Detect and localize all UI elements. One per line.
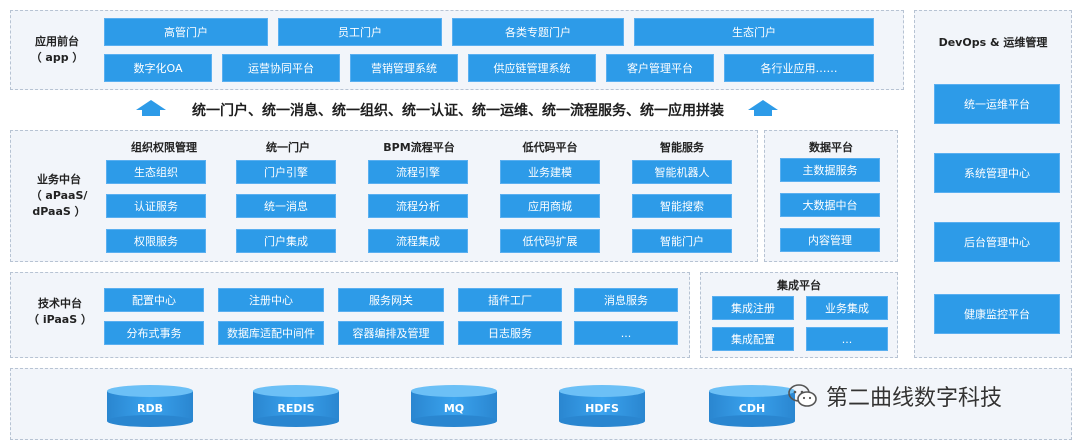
db-cdh-label: CDH [738, 402, 766, 415]
biz-smart-search[interactable]: 智能搜索 [632, 194, 732, 218]
watermark-text: 第二曲线数字科技 [826, 386, 1003, 411]
tech-container[interactable]: 容器编排及管理 [338, 321, 444, 345]
biz-modeling[interactable]: 业务建模 [500, 160, 600, 184]
group-head-smart: 智能服务 [660, 141, 704, 154]
app-oa[interactable]: 数字化OA [104, 54, 212, 82]
up-arrow-left-icon [136, 100, 166, 116]
biz-flow-analysis[interactable]: 流程分析 [368, 194, 468, 218]
tech-message[interactable]: 消息服务 [574, 288, 678, 312]
int-business[interactable]: 业务集成 [806, 296, 888, 320]
biz-robot[interactable]: 智能机器人 [632, 160, 732, 184]
app-ops-collab[interactable]: 运营协同平台 [222, 54, 340, 82]
tech-layer-title: 技术中台 （ iPaaS ） [28, 297, 92, 326]
biz-unified-msg[interactable]: 统一消息 [236, 194, 336, 218]
data-bigdata[interactable]: 大数据中台 [780, 193, 880, 217]
unified-banner: 统一门户、统一消息、统一组织、统一认证、统一运维、统一流程服务、统一应用拼装 [192, 103, 724, 119]
biz-lowcode-ext[interactable]: 低代码扩展 [500, 229, 600, 253]
app-industry[interactable]: 各行业应用…… [724, 54, 874, 82]
app-layer-title: 应用前台 （ app ） [30, 35, 84, 64]
db-mq-label: MQ [443, 402, 465, 415]
biz-portal-integration[interactable]: 门户集成 [236, 229, 336, 253]
wechat-icon [788, 384, 817, 407]
tech-config[interactable]: 配置中心 [104, 288, 204, 312]
db-hdfs[interactable]: HDFS [558, 384, 646, 428]
tech-registry[interactable]: 注册中心 [218, 288, 324, 312]
devops-backend[interactable]: 后台管理中心 [934, 222, 1060, 262]
up-arrow-right-icon [748, 100, 778, 116]
group-head-portal: 统一门户 [266, 141, 310, 154]
app-crm[interactable]: 客户管理平台 [606, 54, 714, 82]
devops-health[interactable]: 健康监控平台 [934, 294, 1060, 334]
db-cdh[interactable]: CDH [708, 384, 796, 428]
db-redis-label: REDIS [277, 402, 315, 415]
tech-dist-tx[interactable]: 分布式事务 [104, 321, 204, 345]
int-config[interactable]: 集成配置 [712, 327, 794, 351]
biz-permission[interactable]: 权限服务 [106, 229, 206, 253]
devops-sysmgmt[interactable]: 系统管理中心 [934, 153, 1060, 193]
int-register[interactable]: 集成注册 [712, 296, 794, 320]
db-rdb-label: RDB [137, 402, 163, 415]
watermark: 第二曲线数字科技 [788, 380, 1002, 412]
biz-app-store[interactable]: 应用商城 [500, 194, 600, 218]
group-head-lowcode: 低代码平台 [522, 141, 578, 154]
int-more[interactable]: ... [806, 327, 888, 351]
tech-layer-panel [10, 272, 690, 358]
biz-flow-integration[interactable]: 流程集成 [368, 229, 468, 253]
db-redis[interactable]: REDIS [252, 384, 340, 428]
storage-panel [10, 368, 1072, 440]
tech-gateway[interactable]: 服务网关 [338, 288, 444, 312]
portal-topics[interactable]: 各类专题门户 [452, 18, 624, 46]
portal-ecosystem[interactable]: 生态门户 [634, 18, 874, 46]
portal-executive[interactable]: 高管门户 [104, 18, 268, 46]
tech-log[interactable]: 日志服务 [458, 321, 562, 345]
tech-plugin[interactable]: 插件工厂 [458, 288, 562, 312]
group-head-bpm: BPM流程平台 [383, 141, 455, 154]
app-marketing[interactable]: 营销管理系统 [350, 54, 458, 82]
biz-eco-org[interactable]: 生态组织 [106, 160, 206, 184]
db-mq[interactable]: MQ [410, 384, 498, 428]
business-layer-title: 业务中台 （ aPaaS/ dPaaS ） [30, 173, 88, 218]
portal-employee[interactable]: 员工门户 [278, 18, 442, 46]
biz-flow-engine[interactable]: 流程引擎 [368, 160, 468, 184]
data-content[interactable]: 内容管理 [780, 228, 880, 252]
devops-head: DevOps & 运维管理 [938, 36, 1048, 49]
tech-db-adapter[interactable]: 数据库适配中间件 [218, 321, 324, 345]
tech-more[interactable]: ... [574, 321, 678, 345]
data-master[interactable]: 主数据服务 [780, 158, 880, 182]
app-supply-chain[interactable]: 供应链管理系统 [468, 54, 596, 82]
group-head-org: 组织权限管理 [131, 141, 197, 154]
biz-smart-portal[interactable]: 智能门户 [632, 229, 732, 253]
biz-auth[interactable]: 认证服务 [106, 194, 206, 218]
biz-portal-engine[interactable]: 门户引擎 [236, 160, 336, 184]
devops-ops[interactable]: 统一运维平台 [934, 84, 1060, 124]
db-hdfs-label: HDFS [585, 402, 619, 415]
integration-head: 集成平台 [777, 279, 821, 292]
db-rdb[interactable]: RDB [106, 384, 194, 428]
data-platform-head: 数据平台 [809, 141, 853, 154]
